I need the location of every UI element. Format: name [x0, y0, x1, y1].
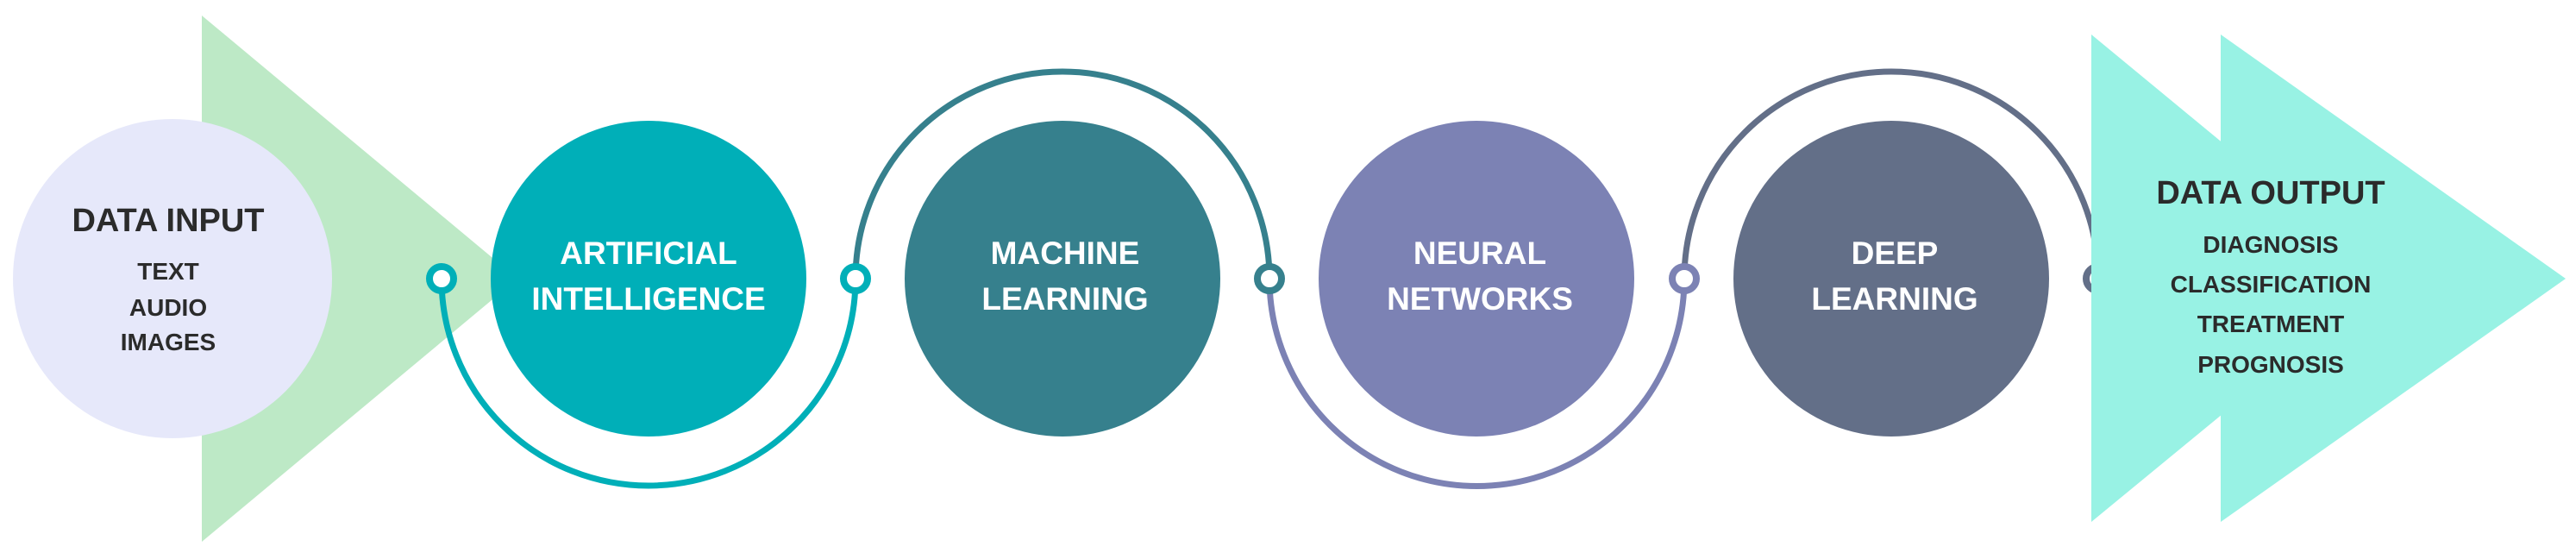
connector-node-4	[1669, 263, 1700, 294]
stage-label-nn-line2: NETWORKS	[1387, 281, 1573, 317]
output-item: TREATMENT	[2197, 311, 2345, 337]
stage-circle-nn	[1319, 121, 1634, 437]
connector-arc-1	[438, 278, 859, 489]
stage-label-dl-line2: LEARNING	[1811, 281, 1977, 317]
connector-arc-3	[1266, 278, 1688, 489]
output-item: DIAGNOSIS	[2203, 231, 2338, 258]
input-item: TEXT	[137, 258, 199, 285]
input-arrow	[202, 16, 517, 542]
connector-node-2	[840, 263, 871, 294]
stage-label-dl-line1: DEEP	[1852, 236, 1939, 271]
input-title: DATA INPUT	[72, 203, 264, 239]
output-item: CLASSIFICATION	[2171, 271, 2372, 298]
input-item: IMAGES	[121, 329, 216, 355]
output-item: PROGNOSIS	[2197, 351, 2344, 378]
input-item: AUDIO	[129, 294, 207, 321]
stage-label-ml-line2: LEARNING	[981, 281, 1148, 317]
input-circle	[13, 119, 332, 438]
connector-arc-2	[852, 68, 1273, 280]
stage-circle-ml	[905, 121, 1220, 437]
stage-circle-ai	[491, 121, 806, 437]
stage-label-ai-line2: INTELLIGENCE	[531, 281, 765, 317]
stage-label-ai-line1: ARTIFICIAL	[560, 236, 737, 271]
stage-label-nn-line1: NEURAL	[1413, 236, 1546, 271]
connector-node-1	[426, 263, 457, 294]
output-arrow-front	[2221, 35, 2566, 522]
connector-arc-4	[1681, 68, 2102, 280]
stage-circle-dl	[1733, 121, 2049, 437]
connector-node-3	[1254, 263, 1285, 294]
output-title: DATA OUTPUT	[2156, 175, 2385, 211]
stage-label-ml-line1: MACHINE	[991, 236, 1140, 271]
